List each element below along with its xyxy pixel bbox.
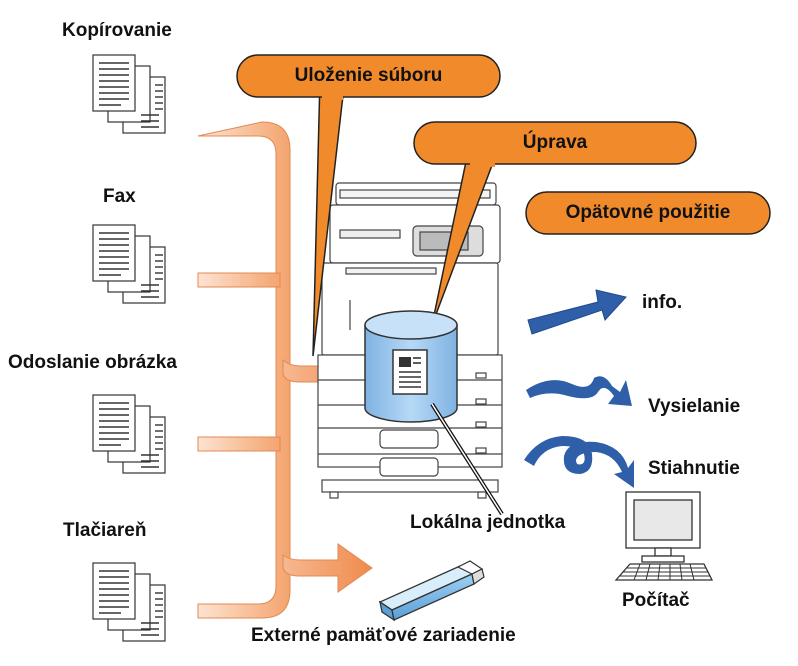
external-storage-label: Externé pamäťové zariadenie (251, 625, 516, 646)
reuse-callout-label: Opätovné použitie (565, 202, 731, 223)
fax-label: Fax (103, 186, 136, 207)
download-label: Stiahnutie (648, 458, 740, 479)
download-arrow (524, 436, 634, 488)
image-send-label: Odoslanie obrázka (8, 352, 177, 373)
info-label: info. (642, 292, 683, 313)
info-arrow (527, 289, 627, 335)
edit-callout-label: Úprava (522, 132, 588, 153)
transmit-label: Vysielanie (648, 396, 741, 417)
reuse-callout (525, 191, 771, 235)
local-drive-icon (364, 310, 458, 423)
edit-callout (413, 121, 697, 165)
local-drive-label: Lokálna jednotka (410, 512, 566, 533)
copy-label: Kopírovanie (62, 20, 172, 41)
image-send-document-stack (92, 394, 166, 474)
fax-document-stack (92, 224, 166, 304)
printer-label: Tlačiareň (63, 520, 147, 541)
usb-storage-icon (378, 560, 485, 622)
copy-document-stack (92, 54, 166, 134)
save-callout (236, 54, 501, 98)
computer-icon (614, 491, 714, 581)
transmit-arrow (526, 376, 632, 406)
save-callout-label: Uloženie súboru (294, 65, 443, 86)
printer-document-stack (92, 562, 166, 642)
computer-label: Počítač (622, 590, 690, 611)
